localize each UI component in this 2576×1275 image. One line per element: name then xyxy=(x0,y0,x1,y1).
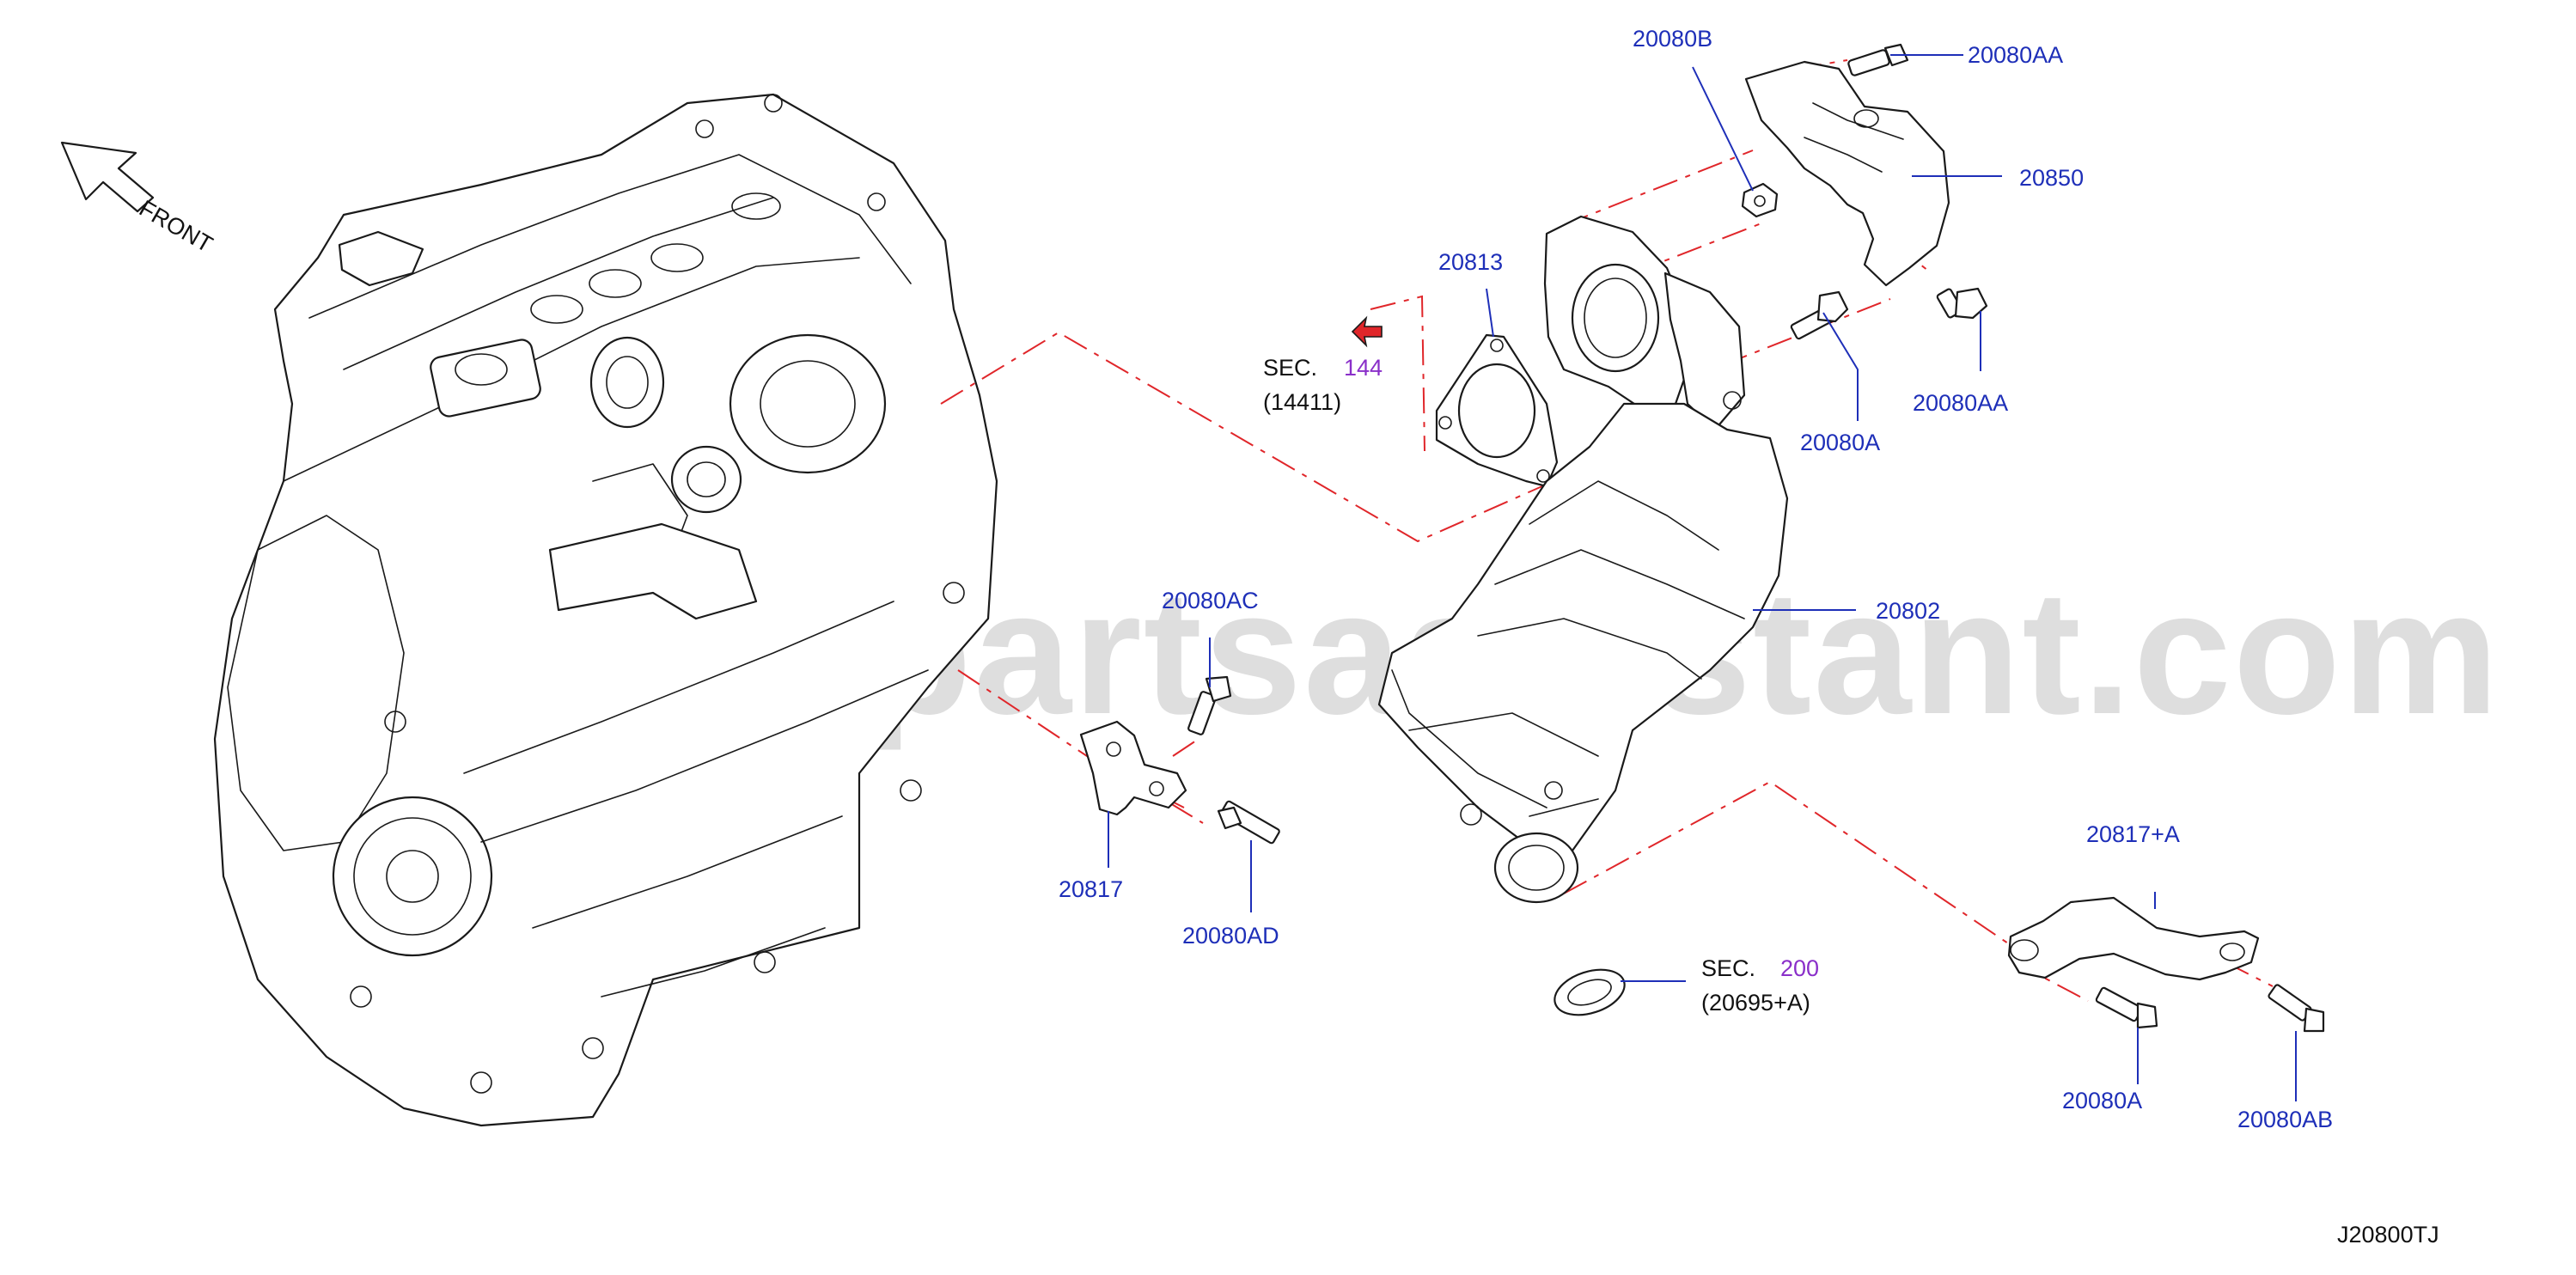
callout-20080AA-top: 20080AA xyxy=(1968,42,2063,68)
front-label: FRONT xyxy=(135,195,217,257)
bolt-20080A-lower xyxy=(2095,986,2158,1029)
callout-leader-lines xyxy=(1108,54,2297,1101)
sec-200-number: 200 xyxy=(1780,955,1819,981)
front-direction-arrow xyxy=(60,141,155,213)
sec-200-prefix: SEC. xyxy=(1701,955,1755,981)
catalytic-converter-20802 xyxy=(1377,215,1789,904)
gasket-ring-sec-200 xyxy=(1554,968,1626,1016)
callout-20080AA-right: 20080AA xyxy=(1913,390,2008,416)
callout-20817: 20817 xyxy=(1059,876,1123,902)
bracket-20817 xyxy=(1079,720,1187,816)
callout-20817-plus-A: 20817+A xyxy=(2086,821,2180,847)
nut-20080B xyxy=(1741,182,1779,218)
callout-20080AD: 20080AD xyxy=(1182,923,1279,949)
sec-144-prefix: SEC. xyxy=(1263,355,1317,381)
callout-20813: 20813 xyxy=(1438,249,1503,275)
diagram-code: J20800TJ xyxy=(2337,1222,2439,1248)
heat-shield-20850 xyxy=(1744,60,1950,287)
stud-20080AD xyxy=(1217,800,1280,845)
bolt-20080AC xyxy=(1187,675,1232,735)
sec-144-pointer-arrow xyxy=(1351,315,1383,348)
callout-20080AB: 20080AB xyxy=(2237,1107,2333,1132)
bolt-20080AB xyxy=(2268,984,2325,1033)
callout-20080A-lower: 20080A xyxy=(2062,1088,2142,1113)
bolt-20080A-upper xyxy=(1790,290,1849,340)
bolt-20080AA-top xyxy=(1847,43,1909,76)
sec-144-number: 144 xyxy=(1344,355,1383,381)
callout-20080A-upper: 20080A xyxy=(1800,430,1880,455)
sec-144-ref: (14411) xyxy=(1263,389,1341,415)
callout-20080AC: 20080AC xyxy=(1162,588,1259,613)
bolt-20080AA-right xyxy=(1936,287,1988,320)
engine-block-illustration xyxy=(213,93,998,1127)
callout-20080B: 20080B xyxy=(1633,26,1712,52)
bracket-20817-plus-A xyxy=(2007,896,2260,981)
callout-20850: 20850 xyxy=(2019,165,2084,191)
sec-200-ref: (20695+A) xyxy=(1701,990,1810,1016)
callout-20802: 20802 xyxy=(1876,598,1940,624)
gasket-20813 xyxy=(1435,333,1559,488)
